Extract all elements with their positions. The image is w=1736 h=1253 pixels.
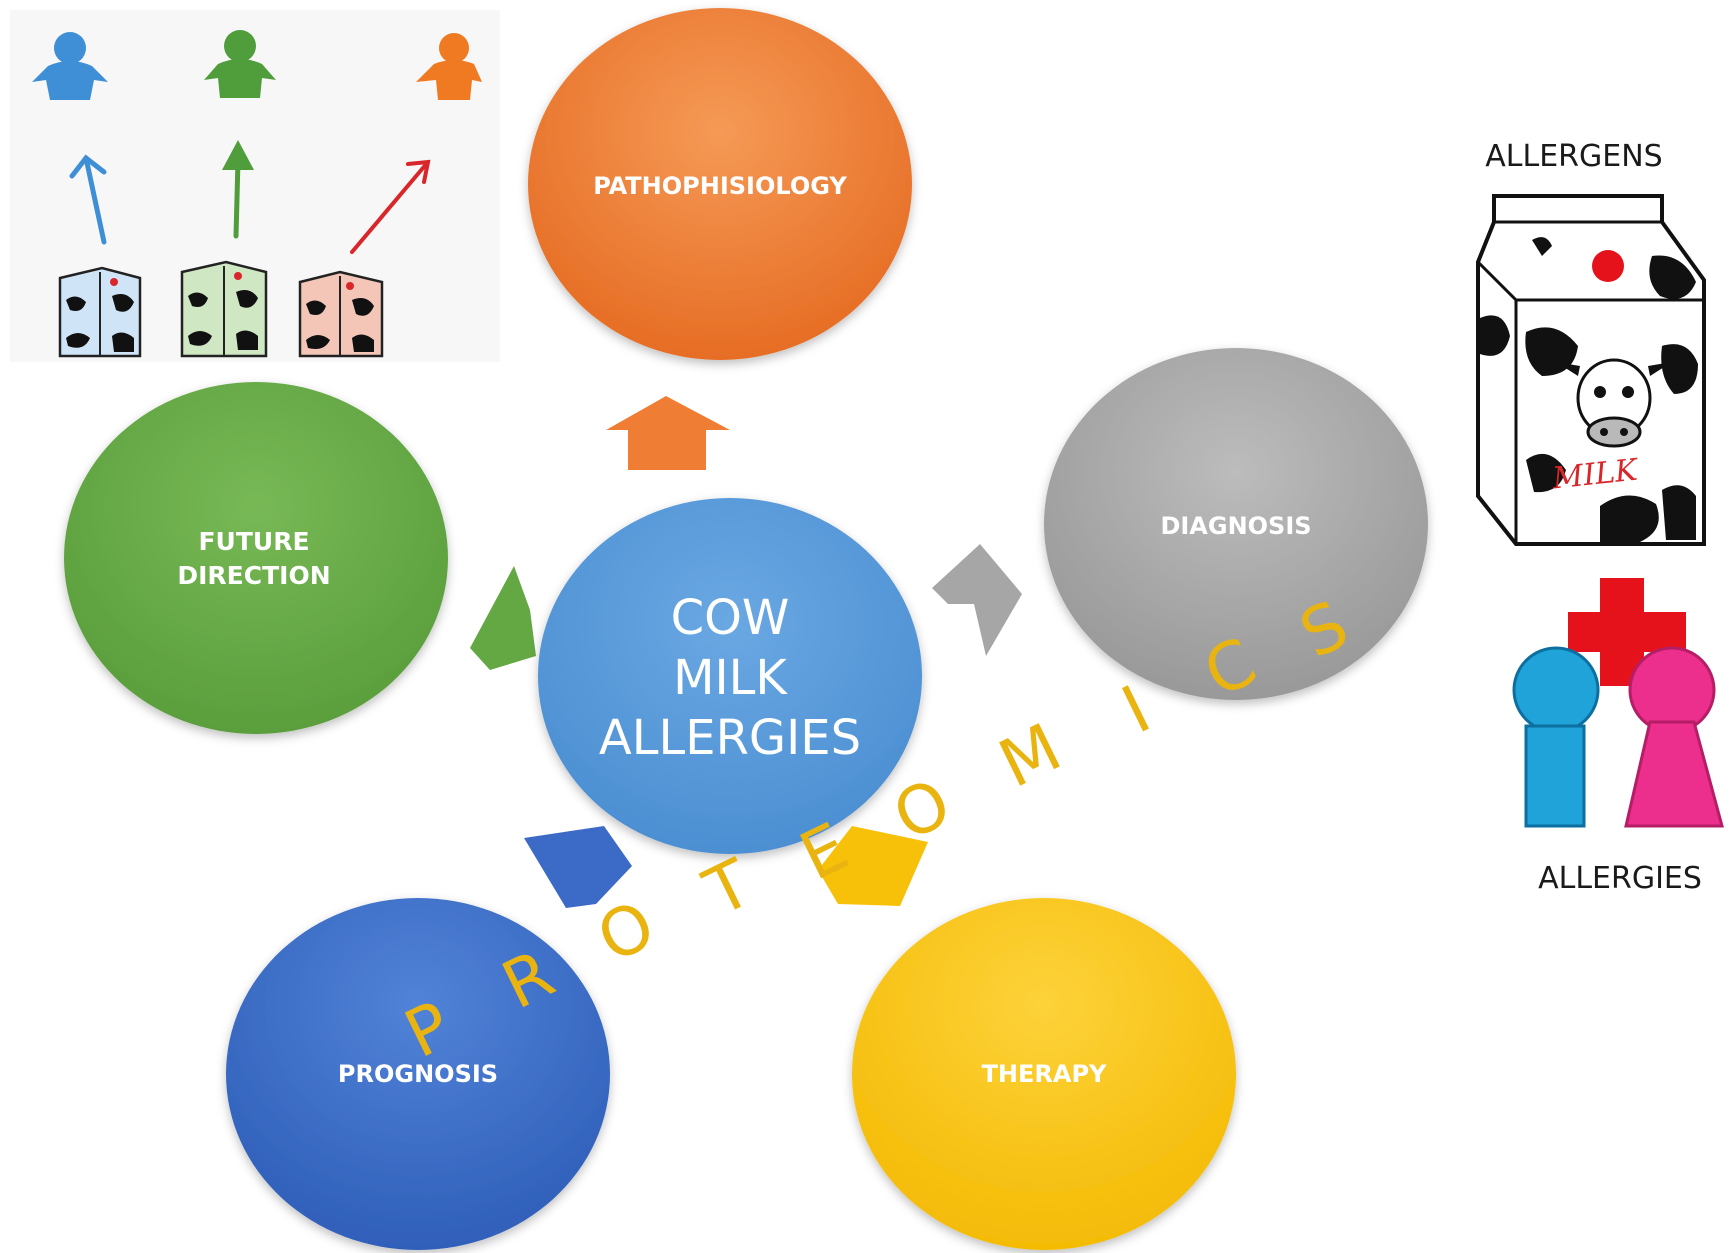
node-pathophysiology [528,8,912,360]
node-diagnosis [1044,348,1428,700]
red-cross-icon [1568,578,1686,686]
person-icon-pink [1624,646,1724,828]
node-prognosis-label: PROGNOSIS [338,1060,498,1088]
person-icon-blue [32,32,108,100]
arrow-icon-down-right [818,826,928,906]
center-label-line2: MILK [673,650,788,706]
arrow-icon-red [350,159,431,254]
person-icon-cyan [1512,646,1600,828]
top-left-inset [10,10,500,362]
node-prognosis [226,898,610,1250]
center-node [538,498,922,854]
proteomics-letter: T [692,844,764,932]
center-label-line1: COW [671,590,790,646]
right-panel: ALLERGENS MILK [1476,139,1724,896]
node-therapy-label: THERAPY [982,1060,1107,1088]
arrow-icon-down-left [524,826,632,908]
milk-carton-icon-red [298,270,384,358]
node-future-direction-line1: FUTURE [198,527,309,556]
node-pathophysiology-label: PATHOPHISIOLOGY [593,172,847,200]
arrow-icon-green [222,140,254,239]
person-icon-orange [416,33,482,100]
node-future-direction-line2: DIRECTION [177,561,330,590]
milk-carton-icon: MILK [1476,194,1706,546]
arrow-icon-blue [69,154,107,245]
node-therapy [852,898,1236,1250]
arrow-icon-right [932,544,1022,656]
arrow-icon-up [606,396,730,470]
node-diagnosis-label: DIAGNOSIS [1160,512,1311,540]
proteomics-letter: M [988,709,1073,803]
milk-carton-icon-blue [58,266,142,358]
arrow-icon-left [470,566,536,670]
allergens-label: ALLERGENS [1485,139,1662,174]
allergies-label: ALLERGIES [1538,861,1702,896]
person-icon-green [204,30,276,98]
center-label-line3: ALLERGIES [599,710,861,766]
node-future-direction [64,382,448,734]
milk-carton-icon-green [180,260,268,358]
